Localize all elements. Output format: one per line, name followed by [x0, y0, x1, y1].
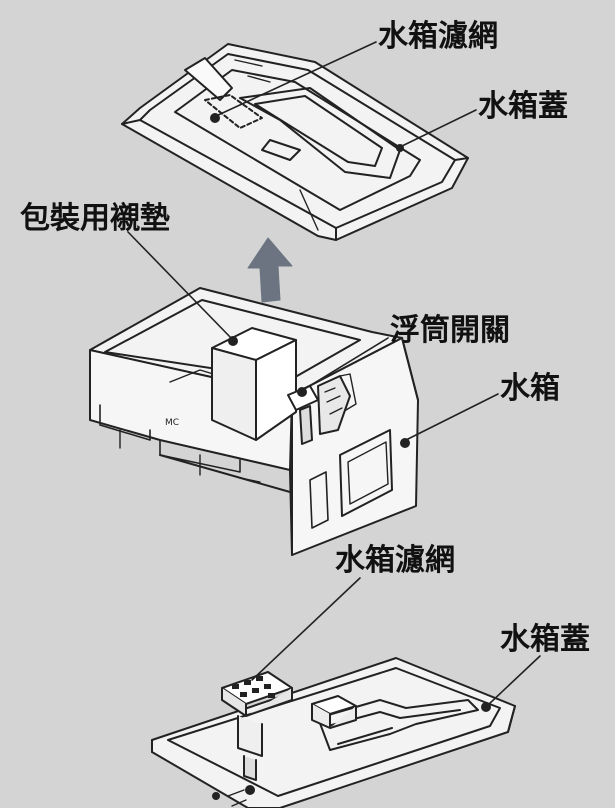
- leader-lid-top: [401, 109, 477, 147]
- leader-tank: [405, 393, 499, 441]
- leader-filter-bottom: [251, 577, 361, 681]
- label-tank-filter-bottom: 水箱濾網: [335, 543, 455, 578]
- svg-text:MC: MC: [165, 418, 179, 428]
- up-arrow: [247, 237, 293, 303]
- bottom-lid-square-boss: [311, 695, 357, 729]
- leader-lid-bottom: [487, 655, 541, 706]
- label-float-switch: 浮筒開關: [390, 313, 510, 348]
- top-lid-channel: [239, 87, 401, 179]
- bottom-tank-filter: [212, 671, 293, 807]
- leader-lines: [127, 41, 541, 706]
- label-water-tank: 水箱: [500, 371, 560, 406]
- label-packing-pad: 包裝用襯墊: [20, 201, 170, 236]
- label-tank-lid-top: 水箱蓋: [478, 89, 568, 124]
- top-tank-lid: [121, 43, 469, 241]
- label-tank-lid-bottom: 水箱蓋: [500, 622, 590, 657]
- packing-insert: [211, 327, 297, 441]
- leader-float: [302, 337, 389, 391]
- label-tank-filter-top: 水箱濾網: [378, 19, 498, 54]
- leader-packing: [127, 231, 234, 341]
- leader-filter-top: [215, 41, 377, 117]
- bottom-tank-lid: [151, 657, 516, 808]
- float-switch: [287, 373, 357, 445]
